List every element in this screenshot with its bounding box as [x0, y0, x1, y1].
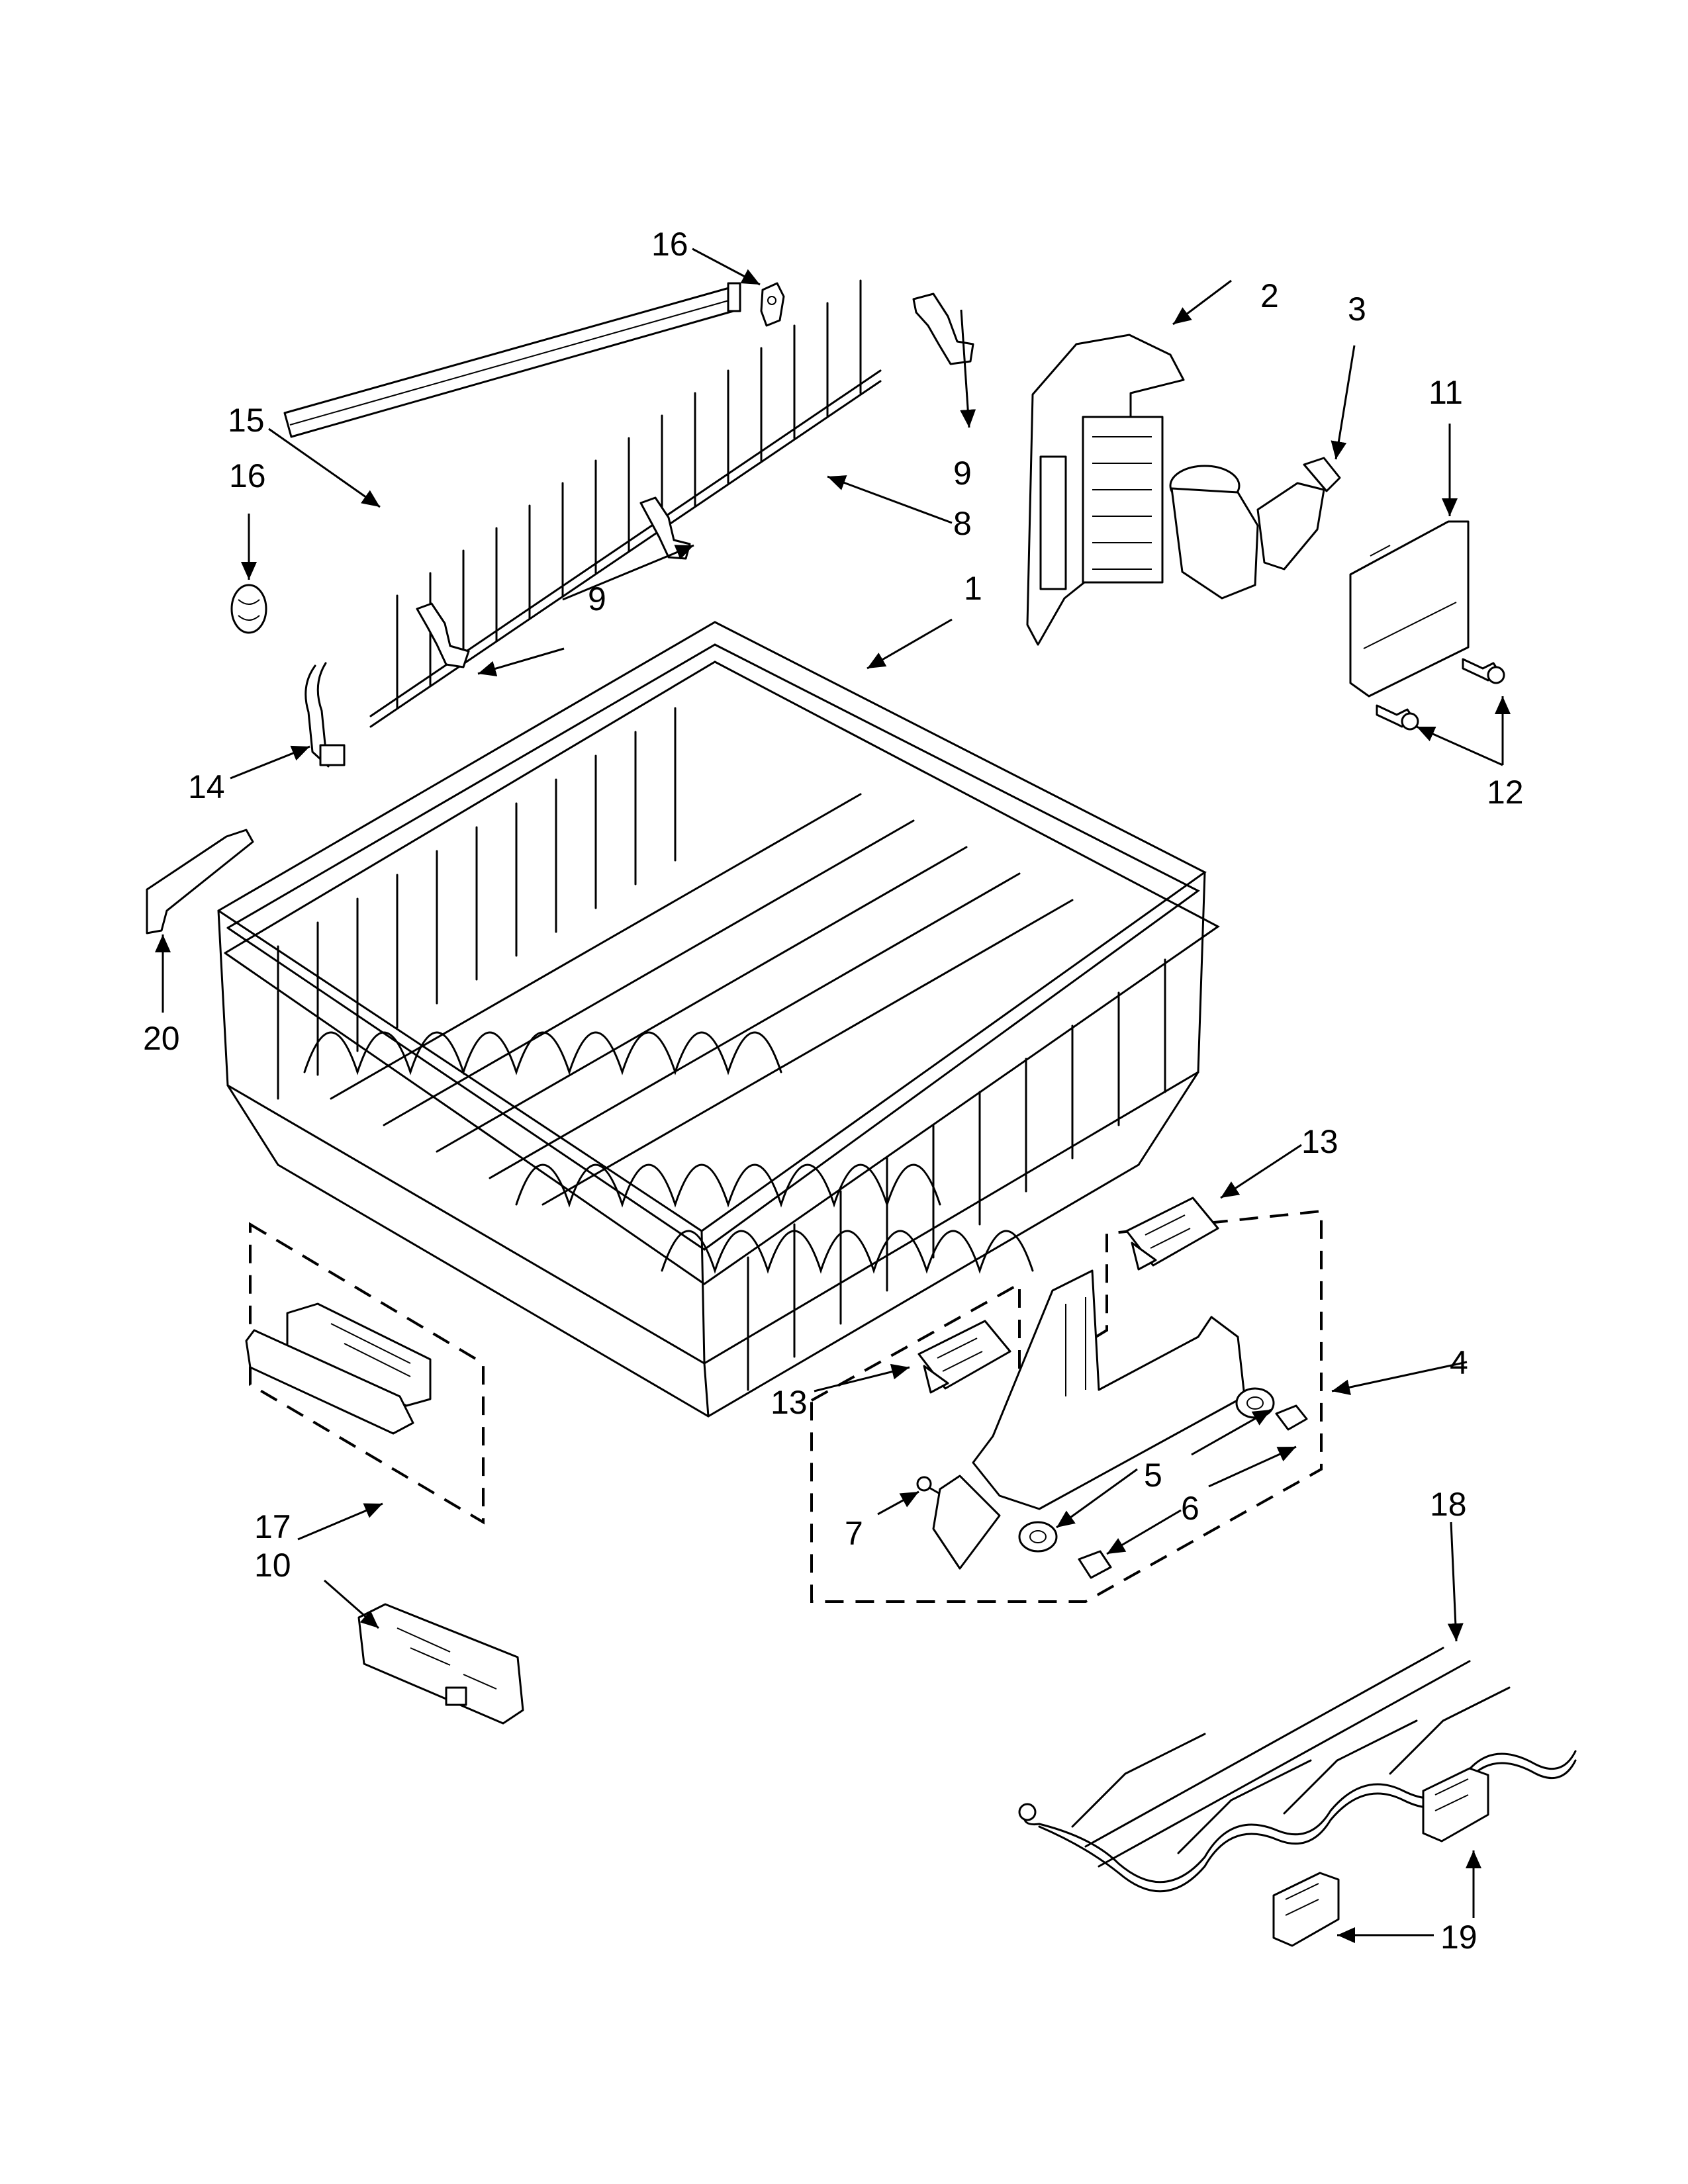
- callout-7: 7: [845, 1515, 863, 1552]
- callout-16-left: 16: [229, 457, 266, 494]
- rack-adjuster-part-4: [932, 1269, 1246, 1570]
- clip-part-19-upper: [1422, 1767, 1489, 1843]
- callout-6: 6: [1181, 1490, 1199, 1527]
- hook-part-14: [305, 662, 346, 768]
- callout-5: 5: [1144, 1457, 1162, 1494]
- screw-part-7: [916, 1476, 940, 1494]
- callout-18: 18: [1430, 1486, 1467, 1523]
- callout-3: 3: [1348, 291, 1366, 328]
- callout-20: 20: [143, 1020, 180, 1057]
- wire-rack-part-18: [1018, 1647, 1577, 1893]
- callout-4: 4: [1450, 1344, 1468, 1381]
- clip-part-9-low: [416, 602, 470, 668]
- adjuster-housing-part-2: [1026, 334, 1185, 646]
- callout-19: 19: [1440, 1919, 1477, 1956]
- callout-12: 12: [1487, 774, 1524, 811]
- panel-part-11: [1349, 520, 1470, 698]
- end-cap-part-16-left: [230, 584, 267, 634]
- lever-part-3: [1169, 457, 1341, 600]
- callout-14: 14: [188, 768, 225, 805]
- callout-11: 11: [1429, 374, 1463, 411]
- clip-part-9-top: [912, 293, 974, 365]
- leader-arrows: [155, 248, 1511, 1943]
- axle-part-6-left: [1078, 1550, 1112, 1579]
- handle-part-17: [245, 1302, 432, 1435]
- callout-17: 17: [254, 1508, 291, 1545]
- bracket-part-20: [146, 829, 254, 934]
- rack-basket-part-1: [217, 621, 1220, 1418]
- end-cap-part-16-top: [760, 282, 785, 327]
- wheel-part-5-left: [1018, 1521, 1058, 1553]
- callout-10: 10: [254, 1547, 291, 1584]
- screw-part-12-upper: [1462, 658, 1505, 684]
- wheel-part-5-right: [1235, 1387, 1275, 1419]
- callout-16-top: 16: [651, 226, 688, 263]
- slide-part-13-upper: [1125, 1197, 1219, 1271]
- callout-9-mid: 9: [588, 580, 606, 617]
- callout-1: 1: [964, 570, 982, 607]
- rail-part-15: [283, 282, 741, 438]
- callout-9-top: 9: [953, 455, 972, 492]
- callout-2: 2: [1260, 277, 1279, 314]
- callout-15: 15: [228, 402, 265, 439]
- axle-part-6-right: [1275, 1404, 1308, 1431]
- callout-13-lower: 13: [771, 1384, 808, 1421]
- screw-part-12-lower: [1376, 704, 1419, 731]
- latch-part-10: [357, 1603, 524, 1725]
- slide-part-13-lower: [917, 1320, 1011, 1394]
- clip-part-19-lower: [1272, 1872, 1340, 1947]
- callout-8: 8: [953, 505, 972, 542]
- group-outline-part-17: [249, 1222, 485, 1525]
- callout-13-upper: 13: [1301, 1123, 1338, 1160]
